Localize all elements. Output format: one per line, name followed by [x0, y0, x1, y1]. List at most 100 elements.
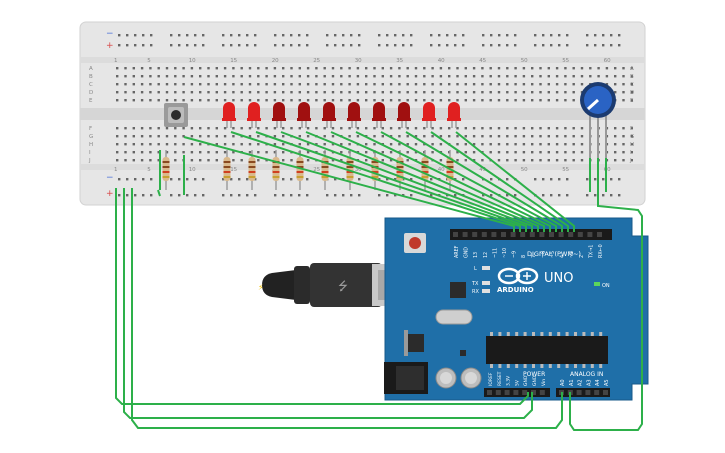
digital-pin-sockets[interactable] — [453, 232, 602, 237]
led[interactable] — [347, 102, 361, 128]
led[interactable] — [447, 102, 461, 128]
wire[interactable] — [430, 131, 569, 232]
wire[interactable] — [255, 131, 527, 232]
wire[interactable] — [183, 136, 515, 232]
pin-label: GND — [532, 375, 538, 386]
pin-label: A0 — [560, 379, 566, 386]
pin-label: 7 — [531, 255, 537, 258]
usb-icon: ⭍ — [338, 279, 348, 293]
l-label: L — [474, 266, 477, 272]
resistor[interactable] — [223, 150, 231, 190]
pin-label: 4 — [560, 255, 566, 258]
breadboard[interactable]: 1510152025303540455055601510152025303540… — [79, 21, 646, 206]
rx-label: RX — [472, 289, 479, 295]
led[interactable] — [372, 102, 386, 128]
led[interactable] — [222, 102, 236, 128]
column-number: 1 — [114, 167, 118, 173]
column-number: 10 — [189, 167, 196, 173]
resistor[interactable] — [162, 150, 170, 190]
row-letter: G — [630, 134, 634, 140]
row-letter: B — [630, 74, 634, 80]
wire-group[interactable] — [115, 131, 643, 431]
led[interactable] — [297, 102, 311, 128]
rail-minus-top: − — [106, 29, 114, 39]
power-label: POWER — [523, 371, 545, 378]
pin-label: ~6 — [540, 251, 546, 258]
pin-label: A1 — [569, 379, 575, 386]
wire[interactable] — [330, 131, 545, 232]
pin-label: ~3 — [569, 251, 575, 258]
row-letter: G — [89, 134, 93, 140]
row-letter: H — [89, 142, 93, 148]
column-number: 45 — [479, 58, 486, 64]
atmega-chip — [486, 336, 608, 364]
pin-label: 5V — [514, 379, 520, 386]
wire[interactable] — [380, 131, 557, 232]
pin-label: GND — [464, 247, 470, 258]
arduino-logo-icon — [497, 267, 539, 285]
column-number: 60 — [604, 58, 611, 64]
pin-label: GND — [523, 375, 529, 386]
usb-chip — [450, 282, 466, 298]
wire[interactable] — [455, 131, 575, 232]
wire[interactable] — [157, 189, 161, 197]
potentiometer-icon[interactable] — [580, 82, 616, 158]
pin-label: A4 — [595, 379, 601, 386]
rail-plus-top: + — [106, 41, 114, 51]
row-letter: F — [630, 126, 633, 132]
column-number: 1 — [114, 58, 118, 64]
column-number: 40 — [438, 58, 445, 64]
analog-header[interactable] — [556, 388, 610, 397]
row-letter: I — [89, 150, 91, 156]
pushbutton-icon[interactable] — [164, 103, 188, 127]
column-number: 25 — [313, 167, 320, 173]
wire[interactable] — [305, 131, 539, 232]
brand-label: ARDUINO — [497, 286, 534, 294]
column-number: 30 — [355, 58, 362, 64]
column-number: 50 — [521, 167, 528, 173]
column-number: 25 — [313, 58, 320, 64]
pin-label: RX←0 — [598, 244, 604, 258]
column-number: 5 — [147, 167, 151, 173]
wire[interactable] — [131, 188, 563, 429]
led[interactable] — [272, 102, 286, 128]
column-number: 55 — [562, 58, 569, 64]
column-number: 20 — [272, 58, 279, 64]
led-group[interactable] — [222, 102, 461, 128]
resistor[interactable] — [248, 150, 256, 190]
led[interactable] — [322, 102, 336, 128]
arduino-uno-board[interactable]: ARDUINO UNO DIGITAL (PWM~) ON L TX RX PO… — [384, 217, 649, 401]
led[interactable] — [422, 102, 436, 128]
pin-label: ~9 — [512, 251, 518, 258]
analog-label: ANALOG IN — [570, 371, 603, 378]
pin-label: TX→1 — [588, 245, 594, 259]
row-letter: F — [89, 126, 92, 132]
pin-label: RESET — [497, 371, 503, 386]
pin-label: A5 — [604, 379, 610, 386]
row-letter: B — [89, 74, 93, 80]
pin-label: 3.3V — [506, 375, 512, 386]
column-number: 15 — [230, 167, 237, 173]
column-number: 10 — [189, 58, 196, 64]
wire[interactable] — [569, 158, 643, 431]
column-number: 45 — [479, 167, 486, 173]
row-letter: D — [630, 90, 634, 96]
wire[interactable] — [115, 188, 529, 405]
row-letter: C — [630, 82, 634, 88]
tx-label: TX — [471, 281, 479, 287]
row-letter: H — [630, 142, 634, 148]
pin-label: Vin — [541, 379, 547, 386]
led[interactable] — [247, 102, 261, 128]
wire[interactable] — [355, 131, 551, 232]
pin-label: A3 — [586, 379, 592, 386]
wire[interactable] — [280, 131, 533, 232]
wire[interactable] — [123, 188, 533, 419]
column-number: 35 — [396, 58, 403, 64]
wire[interactable] — [230, 131, 521, 232]
rail-plus-bottom: + — [106, 189, 114, 199]
led[interactable] — [397, 102, 411, 128]
row-letter: D — [89, 90, 93, 96]
wire[interactable] — [405, 131, 563, 232]
